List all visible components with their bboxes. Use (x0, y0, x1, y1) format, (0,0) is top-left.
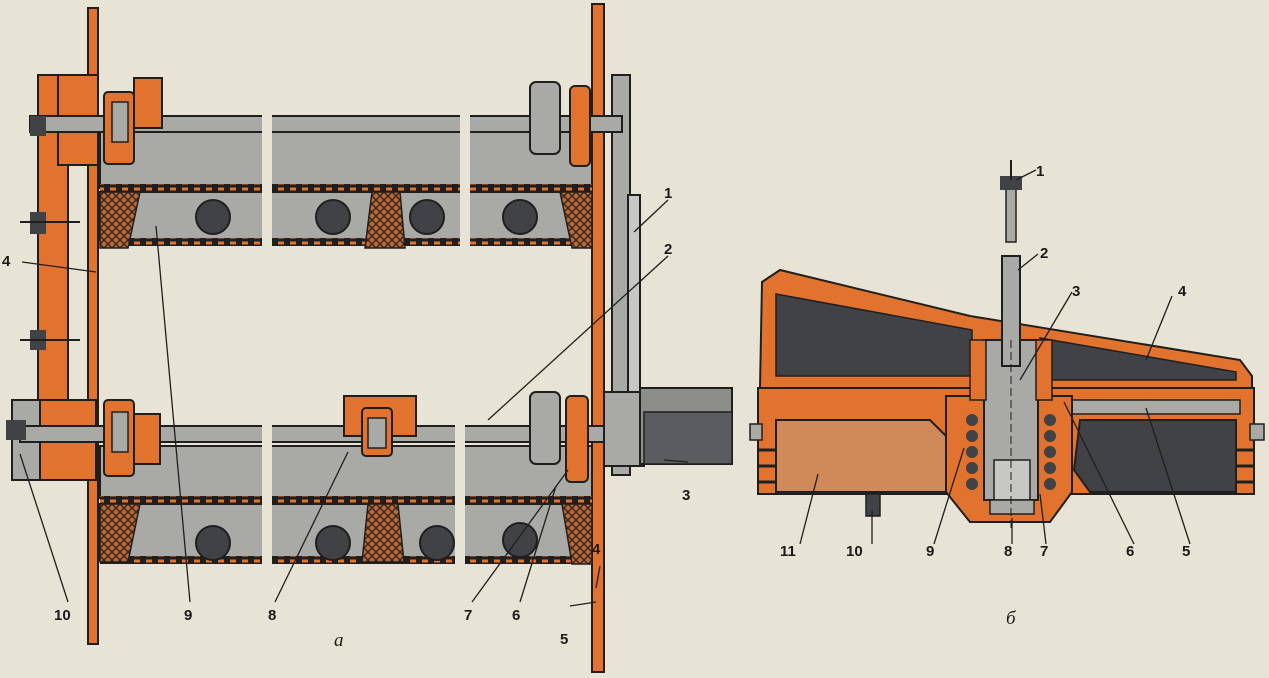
callout-b-11: 11 (780, 543, 796, 560)
callout-b-4: 4 (1178, 283, 1187, 300)
leader-lines (19, 169, 1191, 607)
figure-a-letter: а (334, 630, 344, 651)
callout-a-2: 2 (664, 241, 672, 258)
vertical-shaft (1001, 255, 1021, 367)
callout-a-5: 5 (560, 631, 568, 648)
lower-conveyor (19, 391, 621, 570)
callout-a-3: 3 (682, 487, 690, 504)
chamber-11 (775, 419, 951, 493)
left-bolts (6, 116, 80, 440)
bearing-balls (966, 414, 1056, 490)
upper-shaft-hub (529, 81, 561, 155)
callout-a-7: 7 (464, 607, 472, 624)
drain-bolt (865, 493, 881, 517)
lower-shaft-collar (565, 395, 589, 483)
callout-b-8: 8 (1004, 543, 1012, 560)
callout-a-1: 1 (664, 185, 672, 202)
callout-a-9: 9 (184, 607, 192, 624)
drive-motor (603, 387, 733, 467)
figure-b-letter: б (1006, 608, 1017, 629)
left-frame-plate (87, 7, 99, 645)
callout-b-6: 6 (1126, 543, 1134, 560)
callout-a-4-left: 4 (2, 253, 11, 270)
callout-b-10: 10 (846, 543, 863, 560)
callout-b-2: 2 (1040, 245, 1048, 262)
lower-shaft-hub (529, 391, 561, 465)
callout-b-3: 3 (1072, 283, 1080, 300)
chamber-5 (1072, 419, 1237, 493)
upper-conveyor (29, 77, 623, 250)
callout-a-8: 8 (268, 607, 276, 624)
cooling-fins (758, 448, 1254, 484)
callouts-figure-b: 1 2 3 4 5 6 7 8 9 10 11 б (780, 163, 1190, 629)
right-frame-plate (591, 3, 605, 673)
callout-a-6: 6 (512, 607, 520, 624)
callout-b-9: 9 (926, 543, 934, 560)
callout-a-4-right: 4 (592, 541, 601, 558)
callout-b-5: 5 (1182, 543, 1190, 560)
figure-b-drawing (749, 160, 1265, 530)
callouts-figure-a: 1 2 3 4 4 5 6 7 8 9 10 а (2, 185, 690, 651)
bottom-nut (989, 499, 1035, 515)
callout-b-7: 7 (1040, 543, 1048, 560)
callout-a-10: 10 (54, 607, 71, 624)
figure-a-drawing (6, 3, 733, 673)
chain-guard (627, 194, 641, 396)
upper-shaft-collar (569, 85, 591, 167)
callout-b-1: 1 (1036, 163, 1044, 180)
